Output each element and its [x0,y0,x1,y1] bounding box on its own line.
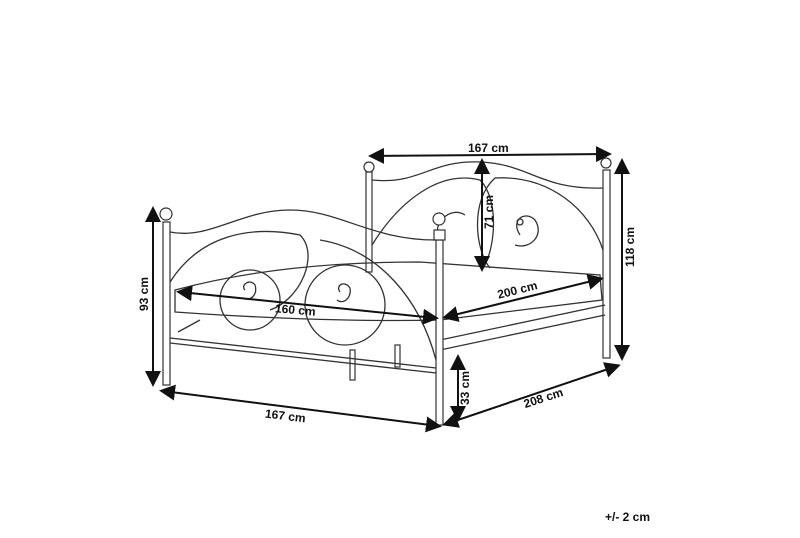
total-height-head-label: 118 cm [623,226,638,268]
headboard [363,157,612,359]
headboard-width-label: 167 cm [468,141,509,155]
underbed-clearance-label: 33 cm [458,370,473,406]
footboard-height-label: 93 cm [137,276,152,312]
dimension-lines [145,146,630,433]
footboard [159,207,446,426]
tolerance-note: +/- 2 cm [605,510,651,524]
headboard-height-label: 71 cm [482,194,497,230]
side-rail [349,304,606,381]
